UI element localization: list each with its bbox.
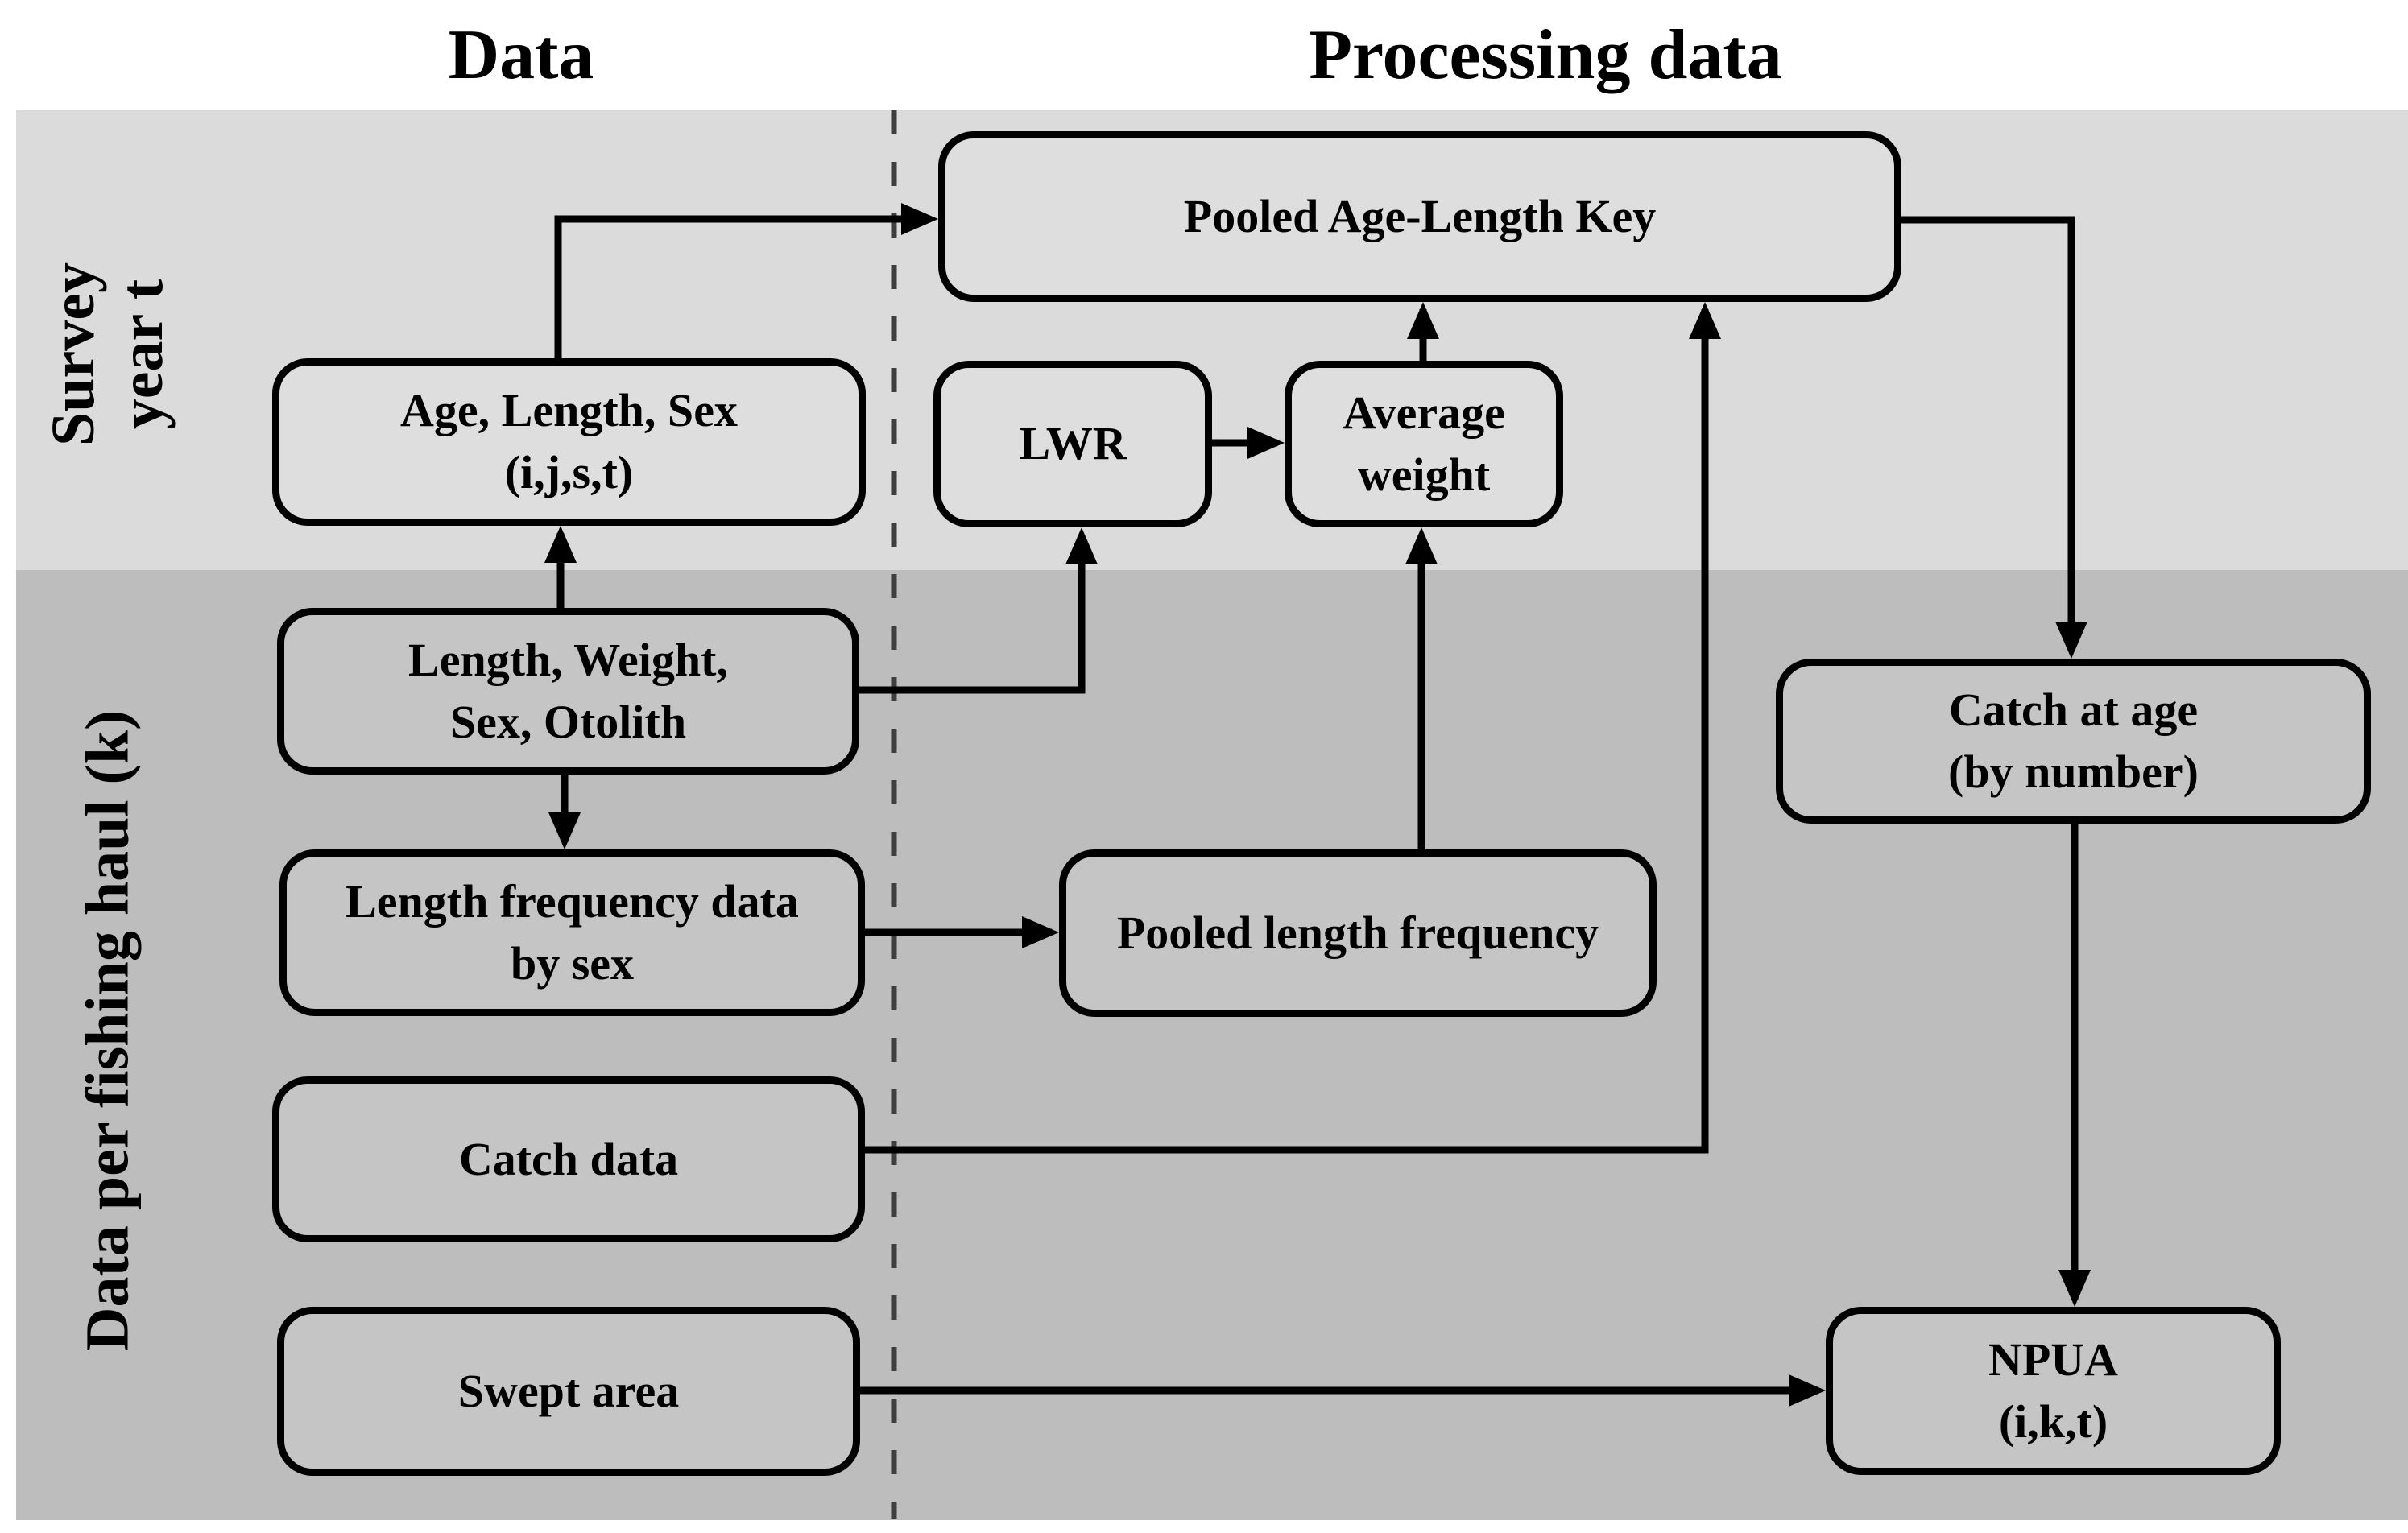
arrowhead-up-icon: [1405, 527, 1438, 564]
node-label: Swept area: [457, 1364, 680, 1417]
arrowhead-right-icon: [901, 203, 938, 235]
node-label: Age, Length, Sex (i,j,s,t): [400, 384, 738, 498]
node-swept-area: Swept area: [277, 1307, 860, 1476]
node-label: LWR: [1019, 417, 1127, 470]
node-label: Length frequency data by sex: [345, 874, 799, 990]
column-header-data: Data: [448, 16, 594, 94]
node-label: Catch data: [458, 1132, 679, 1185]
node-pooled-length-frequency: Pooled length frequency: [1059, 849, 1657, 1017]
arrow-pooled-alk-to-catch-at-age: [1901, 216, 2075, 651]
arrowhead-right-icon: [1022, 916, 1059, 948]
node-label: Pooled Age-Length Key: [1183, 189, 1657, 242]
node-catch-at-age: Catch at age (by number): [1776, 659, 2371, 824]
node-label: NPUA (i,k,t): [1988, 1333, 2119, 1448]
arrowhead-down-icon: [2055, 622, 2087, 659]
node-label: Average weight: [1343, 386, 1505, 501]
arrowhead-up-icon: [1689, 302, 1721, 339]
arrowhead-up-icon: [1407, 302, 1439, 339]
arrowhead-down-icon: [548, 812, 581, 849]
band-label-fishing-haul: Data per fishing haul (k): [73, 709, 142, 1352]
arrowhead-right-icon: [1789, 1374, 1826, 1407]
node-label: Catch at age (by number): [1948, 683, 2199, 798]
node-age-length-sex: Age, Length, Sex (i,j,s,t): [272, 358, 866, 526]
arrowheads: [544, 203, 2091, 1407]
arrowhead-right-icon: [1247, 427, 1285, 459]
arrow-age-length-sex-to-pooled-alk: [554, 215, 928, 358]
column-header-processing-data: Processing data: [1309, 16, 1782, 94]
band-label-survey-year: Survey year t: [39, 262, 176, 446]
arrow-otolith-to-lwr: [859, 535, 1086, 694]
arrowhead-up-icon: [544, 526, 577, 563]
node-npua: NPUA (i,k,t): [1826, 1307, 2281, 1475]
node-lwr: LWR: [933, 361, 1212, 527]
node-label: Length, Weight, Sex, Otolith: [408, 633, 728, 748]
node-length-weight-sex-otolith: Length, Weight, Sex, Otolith: [277, 608, 859, 775]
node-pooled-age-length-key: Pooled Age-Length Key: [938, 131, 1901, 302]
node-length-frequency-by-sex: Length frequency data by sex: [279, 849, 865, 1016]
node-average-weight: Average weight: [1285, 361, 1563, 527]
node-catch-data: Catch data: [272, 1076, 865, 1242]
arrowhead-up-icon: [1065, 527, 1098, 564]
node-label: Pooled length frequency: [1116, 906, 1599, 959]
arrowhead-down-icon: [2058, 1270, 2091, 1307]
arrow-catch-data-to-pooled-alk: [865, 309, 1709, 1154]
